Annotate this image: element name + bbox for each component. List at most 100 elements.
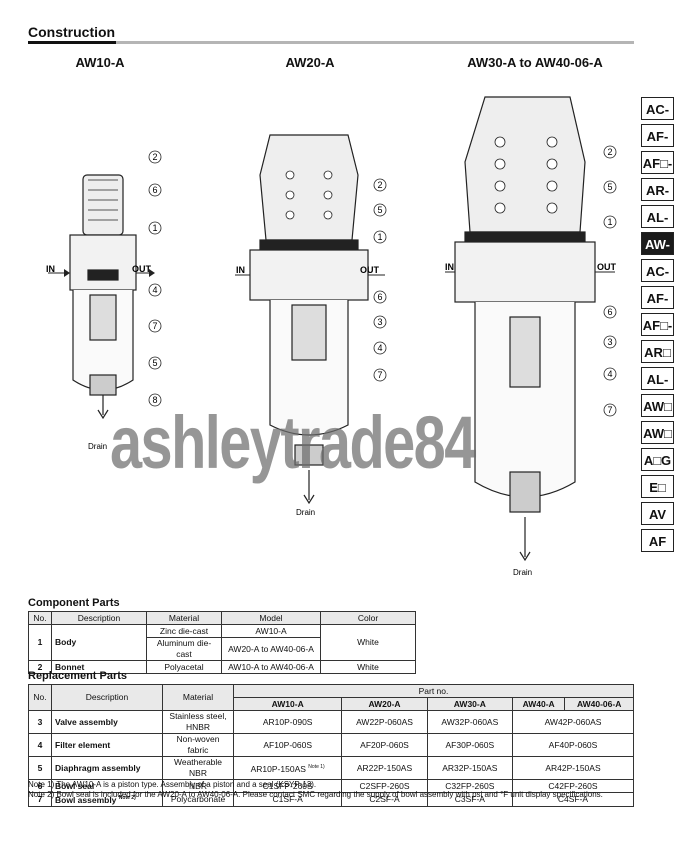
side-tab[interactable]: AF□-A xyxy=(641,151,674,194)
cell-partno: AR22P-150AS xyxy=(341,756,428,780)
cell-partno: AF20P-060S xyxy=(341,733,428,757)
aw20-callout: 1 xyxy=(377,232,382,242)
aw10-callout: 4 xyxy=(152,285,157,295)
side-tab[interactable]: E□ xyxy=(641,475,674,498)
cell-material: Polyacetal xyxy=(146,660,222,674)
cell-partno: C3SF-A xyxy=(426,792,514,807)
side-tab[interactable]: AW□ xyxy=(641,394,674,417)
aw30-diagram: IN OUT Drain 2 5 1 6 3 4 7 xyxy=(445,96,617,577)
table-row: 2 Bonnet Polyacetal AW10-A to AW40-06-A … xyxy=(28,660,416,674)
aw30-drain-label: Drain xyxy=(513,568,532,577)
aw20-callout: 2 xyxy=(377,180,382,190)
cell-no: 3 xyxy=(28,710,52,734)
side-tab[interactable]: AV xyxy=(641,502,674,525)
cell-partno: AR10P-150AS Note 1) xyxy=(232,756,343,780)
cell-material: NBR xyxy=(162,779,234,793)
side-tab[interactable]: AR□ xyxy=(641,340,674,363)
aw30-in-label: IN xyxy=(445,262,454,272)
title-rule xyxy=(28,41,634,44)
th-model: AW30-A xyxy=(426,697,514,711)
aw20-callouts xyxy=(373,178,387,382)
cell-color: White xyxy=(320,624,416,661)
aw30-out-label: OUT xyxy=(597,262,617,272)
cell-partno: AF30P-060S xyxy=(426,733,514,757)
side-tab[interactable]: AC-B xyxy=(641,259,674,302)
aw10-bonnet xyxy=(82,174,124,236)
note-ref: Note 2) xyxy=(118,795,136,801)
cell-description: Bonnet xyxy=(51,660,147,674)
aw10-callout: 7 xyxy=(152,321,157,331)
cell-material: Aluminum die-cast xyxy=(146,637,222,661)
note-2: Note 2) Bowl seal is included for the AW… xyxy=(28,790,603,799)
cell-description: Body xyxy=(51,624,147,661)
description-text: Bowl assembly xyxy=(55,794,117,805)
cell-partno: C4SF-A xyxy=(512,792,634,807)
cell-partno: AW32P-060AS xyxy=(426,710,514,734)
cell-partno: AF40P-060S xyxy=(512,733,634,757)
th-material: Material xyxy=(146,611,222,625)
side-tab[interactable]: AL-A xyxy=(641,205,674,248)
aw30-body xyxy=(454,241,596,303)
cell-partno: C42FP-260S xyxy=(512,779,634,793)
aw20-drain-label: Drain xyxy=(296,508,315,517)
th-partno: Part no. xyxy=(233,684,634,698)
cell-description: Diaphragm assembly xyxy=(51,756,163,780)
aw30-title: AW30-A to AW40-06-A xyxy=(467,55,603,70)
cell-partno: C2SF-A xyxy=(341,792,428,807)
table-header-row: No. Description Material Part no. xyxy=(28,684,634,711)
aw10-in-label: IN xyxy=(46,264,55,274)
side-tab[interactable]: AF-A xyxy=(641,124,674,167)
aw10-body xyxy=(69,234,137,291)
aw20-out-label: OUT xyxy=(360,265,380,275)
aw30-callout: 4 xyxy=(607,369,612,379)
th-model: AW40-A xyxy=(511,697,566,711)
side-tab[interactable]: A□G xyxy=(641,448,674,471)
side-tab[interactable]: AF xyxy=(641,529,674,552)
side-tab[interactable]: AC-A xyxy=(641,97,674,140)
aw20-bowl xyxy=(269,300,349,436)
component-parts-title: Component Parts xyxy=(28,597,120,609)
aw10-drain-label: Drain xyxy=(88,442,107,450)
cell-description: Valve assembly xyxy=(51,710,163,734)
table-header-row: AW10-A AW20-A AW30-A AW40-A AW40-06-A xyxy=(29,697,634,711)
table-row: 6 Bowl seal NBR C1SFP-260S C2SFP-260S C3… xyxy=(28,779,634,793)
th-model: AW20-A xyxy=(341,697,428,711)
th-model: AW10-A xyxy=(232,697,343,711)
aw10-callout: 6 xyxy=(152,185,157,195)
cell-color: White xyxy=(320,660,416,674)
aw20-callout: 3 xyxy=(377,317,382,327)
table-row: 5 Diaphragm assembly Weatherable NBR AR1… xyxy=(28,756,634,780)
cell-no: 1 xyxy=(28,624,52,661)
note-ref: Note 1) xyxy=(308,763,325,770)
aw30-callout: 6 xyxy=(607,307,612,317)
cell-material: Non-woven fabric xyxy=(162,733,234,757)
cell-description: Filter element xyxy=(51,733,163,757)
cell-model: AW20-A to AW40-06-A xyxy=(221,637,321,661)
side-tab[interactable]: AF-A xyxy=(641,286,674,329)
aw20-bonnet xyxy=(259,134,359,241)
cell-partno: AW42P-060AS xyxy=(512,710,634,734)
th-no: No. xyxy=(28,684,52,711)
cell-no: 6 xyxy=(28,779,52,793)
table-row: 1 Body Zinc die-cast AW10-A White xyxy=(28,624,416,661)
replacement-parts-title: Replacement Parts xyxy=(28,670,128,682)
aw30-callout: 5 xyxy=(607,182,612,192)
side-tab-active[interactable]: AW-A xyxy=(641,232,674,275)
aw30-callouts xyxy=(603,145,617,417)
side-tab[interactable]: AR-A xyxy=(641,178,674,221)
side-tab[interactable]: AF□-A xyxy=(641,313,674,356)
cell-model: AW10-A to AW40-06-A xyxy=(221,660,321,674)
cell-partno: AR10P-090S xyxy=(232,710,343,734)
side-tab[interactable]: AW□ xyxy=(641,421,674,444)
th-no: No. xyxy=(28,611,52,625)
th-description: Description xyxy=(51,611,147,625)
cell-material: Stainless steel, HNBR xyxy=(162,710,234,734)
cell-no: 5 xyxy=(28,756,52,780)
page-title: Construction xyxy=(28,24,116,40)
aw20-callout: 7 xyxy=(377,370,382,380)
aw30-callout: 7 xyxy=(607,405,612,415)
aw20-title: AW20-A xyxy=(285,55,335,70)
aw30-callout: 2 xyxy=(607,147,612,157)
cell-no: 4 xyxy=(28,733,52,757)
side-tab[interactable]: AL-A xyxy=(641,367,674,410)
